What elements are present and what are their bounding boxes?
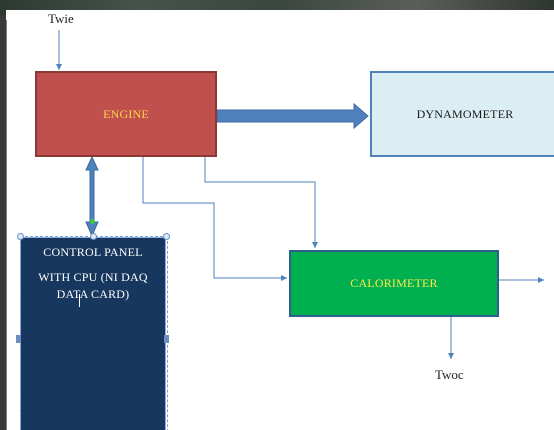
resize-handle-top-center[interactable] xyxy=(90,233,97,240)
twie-label: Twie xyxy=(48,11,74,26)
control-panel-line3: DATA CARD) xyxy=(56,287,130,301)
dynamometer-label: DYNAMOMETER xyxy=(416,106,514,121)
engine-to-calorimeter-connector-b xyxy=(204,157,318,248)
control-panel-line2: WITH CPU (NI DAQ xyxy=(38,270,148,284)
dynamometer-box[interactable]: DYNAMOMETER xyxy=(370,71,554,157)
engine-label: ENGINE xyxy=(103,106,149,121)
twoc-label: Twoc xyxy=(435,367,464,382)
text-cursor xyxy=(79,294,80,307)
resize-handle-top-right[interactable] xyxy=(163,233,170,240)
calorimeter-box[interactable]: CALORIMETER xyxy=(289,250,499,317)
engine-to-dynamometer-arrow xyxy=(216,102,369,130)
resize-handle-top-left[interactable] xyxy=(17,233,24,240)
diagram-canvas: Twie ENGINE DYNAMOMETER CALORIMETER Twoc… xyxy=(6,10,554,430)
resize-handle-left[interactable] xyxy=(16,335,21,343)
resize-handle-right[interactable] xyxy=(164,335,169,343)
engine-box[interactable]: ENGINE xyxy=(35,71,217,157)
rotation-handle[interactable] xyxy=(90,219,95,224)
engine-control-panel-double-arrow xyxy=(85,155,99,238)
control-panel-line1: CONTROL PANEL xyxy=(43,245,143,259)
engine-to-calorimeter-connector-a xyxy=(142,157,287,281)
calorimeter-label: CALORIMETER xyxy=(350,276,438,290)
control-panel-box[interactable]: CONTROL PANEL WITH CPU (NI DAQ DATA CARD… xyxy=(20,237,166,430)
